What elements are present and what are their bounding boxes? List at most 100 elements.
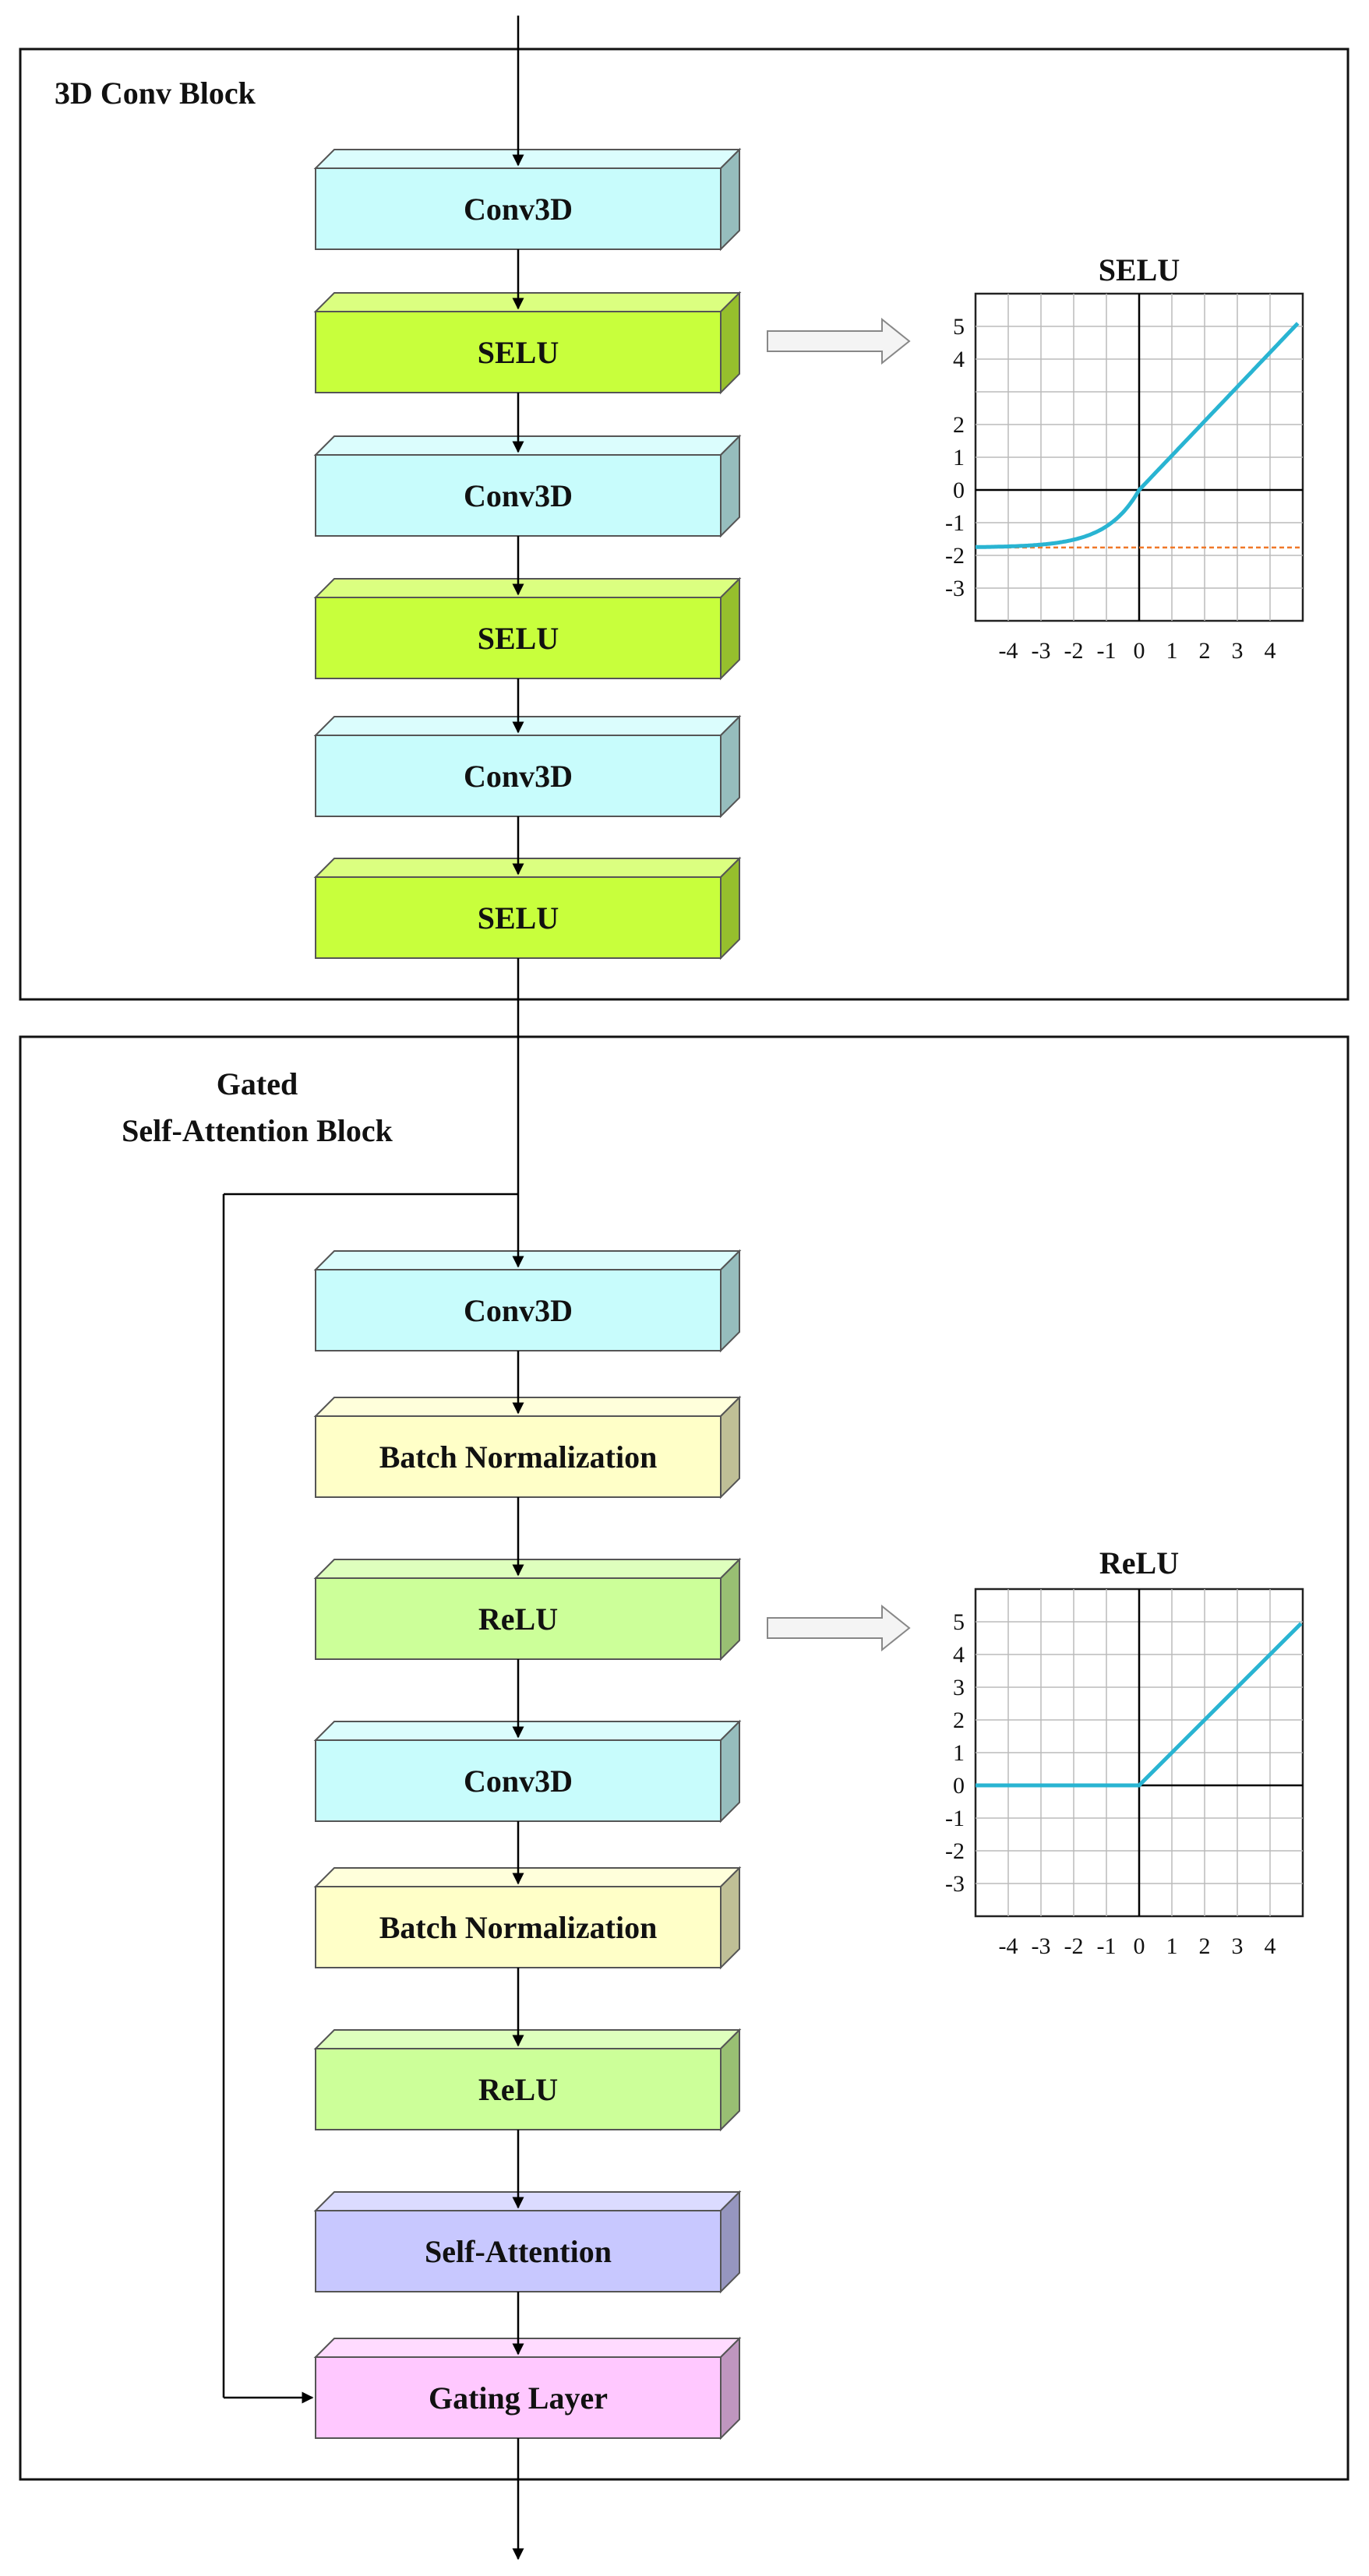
box-top-face [313, 1559, 742, 1579]
y-tick-label: 4 [953, 1642, 965, 1668]
layer-label: Self-Attention [425, 2234, 612, 2269]
box-side-face [720, 1395, 740, 1499]
box-side-face [720, 1719, 740, 1824]
x-tick-label: 3 [1232, 1933, 1244, 1959]
y-tick-label: 5 [953, 314, 965, 340]
x-tick-label: -3 [1032, 1933, 1051, 1959]
box-side-face [720, 434, 740, 538]
y-tick-label: -3 [945, 1871, 965, 1897]
y-tick-label: 1 [953, 445, 965, 470]
x-tick-label: -4 [999, 638, 1018, 664]
box-side-face [720, 2028, 740, 2132]
layer-label: ReLU [478, 2072, 558, 2107]
box-side-face [720, 291, 740, 395]
gated-layer-box-4: Conv3D [313, 1719, 742, 1824]
box-top-face [313, 2191, 742, 2211]
layer-label: Conv3D [464, 192, 573, 227]
box-side-face [720, 2336, 740, 2440]
box-front-face [315, 1739, 722, 1822]
y-tick-label: 5 [953, 1609, 965, 1635]
conv-block-title: 3D Conv Block [55, 76, 256, 111]
x-tick-label: 0 [1134, 1933, 1145, 1959]
layer-label: Conv3D [464, 759, 573, 794]
x-tick-label: -1 [1097, 1933, 1117, 1959]
box-front-face [315, 735, 722, 817]
gated-block-title-line2: Self-Attention Block [122, 1113, 393, 1148]
gated-layer-box-3: ReLU [313, 1557, 742, 1662]
gated-layer-box-7: Self-Attention [313, 2190, 742, 2294]
box-top-face [313, 1867, 742, 1887]
box-front-face [315, 2210, 722, 2292]
x-tick-label: 2 [1199, 1933, 1211, 1959]
layer-label: SELU [478, 900, 559, 936]
box-top-face [313, 435, 742, 456]
box-side-face [720, 2190, 740, 2294]
box-front-face [315, 1269, 722, 1351]
box-side-face [720, 856, 740, 960]
y-tick-label: 2 [953, 412, 965, 438]
flow-connectors [222, 16, 524, 2560]
x-tick-label: 3 [1232, 638, 1244, 664]
box-top-face [313, 716, 742, 736]
selu-plot-pointer-arrow [767, 317, 911, 365]
box-top-face [313, 1250, 742, 1270]
box-front-face [315, 1886, 722, 1968]
y-tick-label: 1 [953, 1740, 965, 1766]
relu-plot-pointer-arrow [767, 1604, 911, 1652]
x-tick-label: 1 [1166, 1933, 1178, 1959]
x-tick-label: 2 [1199, 638, 1211, 664]
box-front-face [315, 597, 722, 679]
plot-title: ReLU [1099, 1545, 1179, 1580]
box-front-face [315, 1415, 722, 1498]
y-tick-label: 4 [953, 347, 965, 372]
x-tick-label: -2 [1064, 638, 1084, 664]
box-top-face [313, 1721, 742, 1741]
layer-label: SELU [478, 621, 559, 656]
box-front-face [315, 2356, 722, 2439]
y-tick-label: 2 [953, 1707, 965, 1733]
gated-layer-box-5: Batch Normalization [313, 1866, 742, 1970]
x-tick-label: -2 [1064, 1933, 1084, 1959]
layer-label: Batch Normalization [379, 1910, 658, 1945]
layer-label: ReLU [478, 1602, 558, 1637]
box-front-face [315, 1577, 722, 1660]
conv-layer-box-2: SELU [313, 291, 742, 395]
y-tick-label: -3 [945, 576, 965, 601]
box-top-face [313, 2029, 742, 2049]
x-tick-label: 1 [1166, 638, 1178, 664]
conv-layer-box-1: Conv3D [313, 147, 742, 252]
gated-block-frame [19, 1035, 1350, 2481]
x-tick-label: -1 [1097, 638, 1117, 664]
x-tick-label: -4 [999, 1933, 1018, 1959]
y-tick-label: 0 [953, 1773, 965, 1799]
activation-curve [976, 1622, 1303, 1788]
gated-layer-box-1: Conv3D [313, 1249, 742, 1353]
box-top-face [313, 149, 742, 169]
conv-layer-box-6: SELU [313, 856, 742, 960]
y-tick-label: -1 [945, 1806, 965, 1831]
box-top-face [313, 858, 742, 878]
x-tick-label: 4 [1265, 638, 1276, 664]
plot-title: SELU [1099, 252, 1180, 287]
box-top-face [313, 578, 742, 598]
layer-label: Gating Layer [429, 2380, 608, 2416]
box-front-face [315, 454, 722, 537]
gated-layer-box-6: ReLU [313, 2028, 742, 2132]
y-tick-label: -2 [945, 543, 965, 569]
gated-layer-box-2: Batch Normalization [313, 1395, 742, 1499]
x-tick-label: -3 [1032, 638, 1051, 664]
gated-layer-box-8: Gating Layer [313, 2336, 742, 2440]
layer-label: Conv3D [464, 1764, 573, 1799]
x-tick-label: 4 [1265, 1933, 1276, 1959]
layer-label: SELU [478, 335, 559, 370]
box-side-face [720, 576, 740, 681]
conv-layer-box-4: SELU [313, 576, 742, 681]
box-side-face [720, 147, 740, 252]
y-tick-label: 3 [953, 1675, 965, 1700]
box-side-face [720, 714, 740, 819]
box-front-face [315, 876, 722, 959]
gated-block-title-line1: Gated [217, 1066, 298, 1101]
x-tick-label: 0 [1134, 638, 1145, 664]
